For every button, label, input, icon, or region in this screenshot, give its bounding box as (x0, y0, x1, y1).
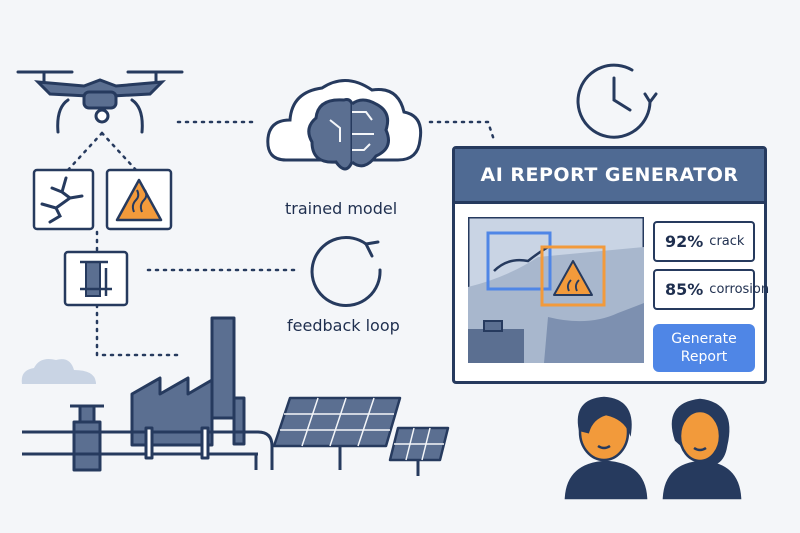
feedback-loop-label: feedback loop (287, 316, 400, 335)
clock-icon (576, 63, 658, 139)
detection-type: crack (709, 234, 745, 249)
factory-icon (22, 316, 274, 472)
detection-percent: 85% (665, 280, 704, 299)
refresh-icon (310, 236, 382, 307)
hazard-icon (105, 168, 173, 231)
drone-icon (16, 70, 184, 134)
person-icon (662, 398, 742, 500)
generate-report-line2: Report (680, 349, 728, 365)
person-icon (564, 396, 648, 500)
detection-type: corrosion (709, 282, 770, 297)
detection-stat-corrosion: 85% corrosion (653, 269, 769, 310)
hazard-icon (553, 260, 593, 296)
detection-stat-crack: 92% crack (653, 221, 755, 262)
generate-report-button[interactable]: Generate Report (653, 324, 755, 372)
report-window: AI REPORT GENERATOR 92% crack 85% corros… (452, 146, 769, 384)
detection-box-crack (486, 231, 552, 291)
brain-cloud-icon (266, 79, 423, 171)
inspection-preview (468, 217, 644, 363)
report-window-title: AI REPORT GENERATOR (455, 149, 764, 204)
dotted-connectors (66, 120, 496, 357)
generate-report-line1: Generate (671, 331, 737, 347)
detection-box-corrosion (540, 245, 606, 307)
crack-icon (32, 168, 95, 231)
pipe-valve-icon (63, 250, 129, 307)
solar-panel-icon (272, 396, 450, 476)
detection-percent: 92% (665, 232, 704, 251)
trained-model-label: trained model (285, 199, 398, 218)
cloud-shape (21, 359, 96, 384)
